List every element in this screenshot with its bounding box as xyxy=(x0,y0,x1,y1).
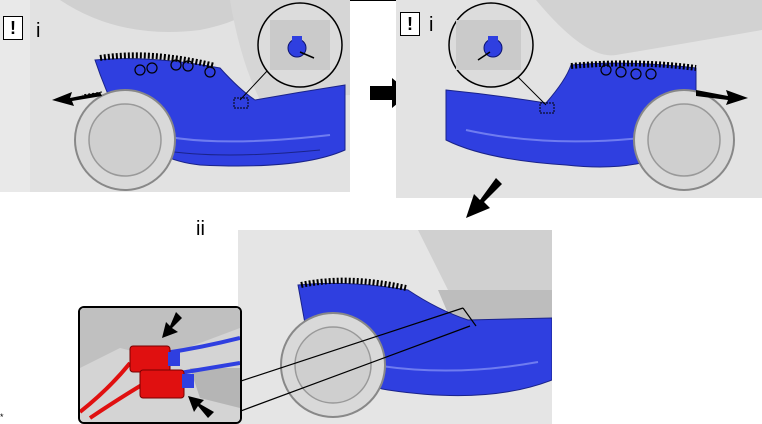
step1-right-panel: ! i xyxy=(396,0,762,198)
caution-icon: ! xyxy=(400,12,420,36)
step1-left-panel: ! i xyxy=(0,0,350,192)
connector-illustration xyxy=(80,308,240,422)
rear-bumper-left-illustration xyxy=(0,0,350,192)
step1-right-label: i xyxy=(429,14,433,37)
corner-mark: * xyxy=(0,412,4,422)
flow-arrow-icon xyxy=(466,178,502,218)
step2-panel xyxy=(238,230,552,424)
rear-bumper-right-illustration xyxy=(396,0,762,198)
caution-icon: ! xyxy=(3,16,23,40)
step2-label: ii xyxy=(196,218,205,241)
step1-left-label: i xyxy=(36,20,40,43)
connector-detail-inset xyxy=(78,306,242,424)
rear-bumper-removal-illustration xyxy=(238,230,552,424)
